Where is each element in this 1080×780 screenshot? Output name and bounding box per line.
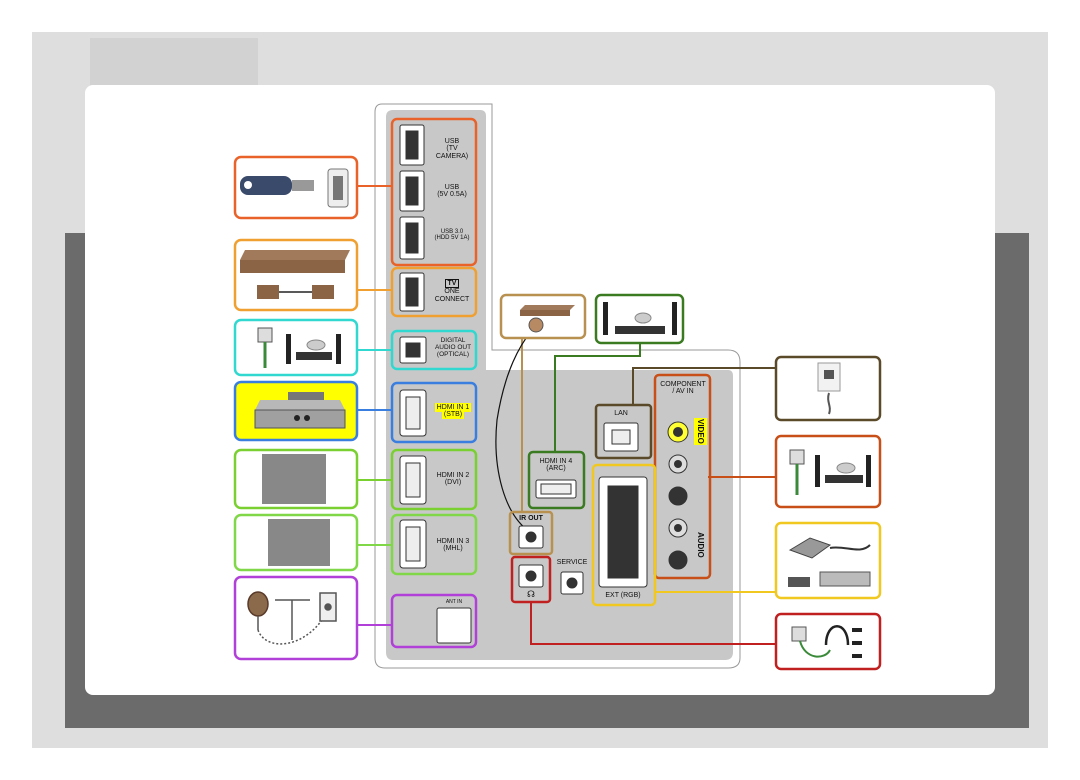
label-optical-line1: DIGITAL xyxy=(440,337,466,344)
label-usb2: USB (5V 0.5A) xyxy=(430,184,474,199)
usb-stick-icon xyxy=(240,168,349,208)
port-group-ant xyxy=(390,593,478,649)
label-hdmi4-line2: (ARC) xyxy=(546,465,566,473)
label-usb3: USB 3.0 (HDD 5V 1A) xyxy=(430,229,474,242)
device-box-component xyxy=(774,434,882,509)
label-usb1-line1: USB xyxy=(444,138,460,145)
label-component-line2: / AV IN xyxy=(672,388,694,396)
component-jacks xyxy=(667,421,689,570)
line-lan xyxy=(632,367,776,405)
label-usb3-line2: (HDD 5V 1A) xyxy=(434,235,470,242)
port-group-hdmi1 xyxy=(390,381,478,444)
one-connect-box-icon xyxy=(240,250,350,299)
label-hdmi2: HDMI IN 2 (DVI) xyxy=(432,472,474,487)
label-one-connect-line1: ONE xyxy=(444,288,460,296)
label-one-connect-line2: CONNECT xyxy=(434,295,470,303)
port-group-usb xyxy=(390,117,478,267)
lan-wall-socket-icon xyxy=(817,362,841,415)
headphone-icon xyxy=(791,625,862,658)
label-hdmi2-line2: (DVI) xyxy=(444,479,462,487)
label-usb3-line1: USB 3.0 xyxy=(440,229,464,235)
title-tab xyxy=(90,38,258,86)
port-group-hdmi2 xyxy=(390,448,478,511)
device-box-ir xyxy=(499,293,587,340)
scart-device-icon xyxy=(788,537,871,587)
label-usb2-line2: (5V 0.5A) xyxy=(437,191,467,199)
mobile-device-icon xyxy=(268,519,330,566)
port-group-lan xyxy=(594,403,653,460)
label-ir-out: IR OUT xyxy=(519,515,543,522)
label-optical-line3: (OPTICAL) xyxy=(436,350,470,358)
label-hdmi4-line1: HDMI IN 4 xyxy=(539,458,573,465)
port-group-optical xyxy=(390,329,478,371)
label-hdmi1: HDMI IN 1 (STB) xyxy=(432,403,474,420)
label-ext: EXT (RGB) xyxy=(605,592,641,599)
label-hdmi3-line2: (MHL) xyxy=(443,545,463,553)
label-hdmi1-line1: HDMI IN 1 xyxy=(434,403,472,412)
ir-blaster-icon xyxy=(520,305,575,333)
label-hdmi4: HDMI IN 4 (ARC) xyxy=(531,458,581,473)
optical-audio-icon xyxy=(257,327,341,368)
label-service: SERVICE xyxy=(556,559,588,566)
pc-icon xyxy=(262,454,326,504)
port-group-ir xyxy=(508,510,554,556)
headphone-jack-icon: ☊ xyxy=(527,589,535,599)
label-hdmi3-line1: HDMI IN 3 xyxy=(436,538,470,545)
port-group-ext xyxy=(591,463,657,607)
label-usb1: USB (TV CAMERA) xyxy=(430,138,474,160)
home-theater-icon xyxy=(603,302,677,335)
port-group-hdmi4 xyxy=(527,450,586,510)
line-headphone xyxy=(530,602,776,645)
label-audio: AUDIO xyxy=(696,532,705,558)
component-av-icon xyxy=(789,449,871,495)
label-optical: DIGITAL AUDIO OUT (OPTICAL) xyxy=(432,337,474,358)
set-top-box-icon xyxy=(254,392,346,429)
label-usb2-line1: USB xyxy=(444,184,460,191)
label-usb1-line2: (TV CAMERA) xyxy=(435,145,469,160)
line-hdmi4 xyxy=(554,342,641,452)
label-component: COMPONENT / AV IN xyxy=(657,381,709,396)
label-video: VIDEO xyxy=(694,418,707,445)
label-one-connect-tv: TV xyxy=(444,279,460,289)
antenna-icon xyxy=(247,591,337,645)
label-optical-line2: AUDIO OUT xyxy=(434,343,472,351)
label-hdmi2-line1: HDMI IN 2 xyxy=(436,472,470,479)
label-component-line1: COMPONENT xyxy=(660,381,706,388)
label-hdmi3: HDMI IN 3 (MHL) xyxy=(432,538,474,553)
port-group-one-connect xyxy=(390,266,478,318)
device-box-antenna xyxy=(233,575,359,661)
label-lan: LAN xyxy=(614,410,628,417)
label-one-connect: TV ONE CONNECT xyxy=(432,279,472,303)
label-hdmi1-line2: (STB) xyxy=(441,410,465,420)
port-group-headphone xyxy=(510,555,552,604)
port-group-hdmi3 xyxy=(390,513,478,576)
label-ant: ANT IN xyxy=(445,599,463,605)
